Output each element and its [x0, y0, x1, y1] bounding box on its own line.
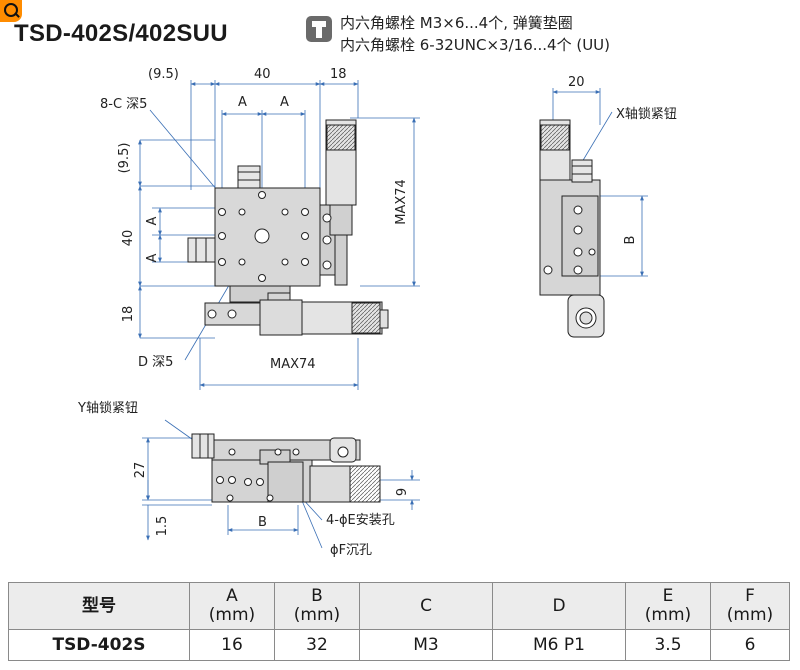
dim-18-top: 18	[330, 67, 347, 82]
dim-1-5-front: 1.5	[155, 516, 170, 537]
cell-f: 6	[710, 629, 790, 661]
header-b: B(mm)	[274, 582, 360, 630]
dim-18-left: 18	[121, 306, 136, 323]
dim-27-front: 27	[133, 462, 148, 479]
cell-c: M3	[359, 629, 493, 661]
header-c: C	[359, 582, 493, 630]
label-8c: 8-C 深5	[100, 97, 147, 112]
table-header-row: 型号 A(mm) B(mm) C D E(mm) F(mm)	[8, 582, 790, 630]
dim-max74-bottom: MAX74	[270, 357, 316, 372]
cell-b: 32	[274, 629, 360, 661]
top-view	[138, 80, 420, 390]
dim-a-top-1: A	[238, 95, 247, 110]
page-title: TSD-402S/402SUU	[14, 20, 228, 47]
header-model: 型号	[8, 582, 190, 630]
bolt-note-line1: 内六角螺栓 M3×6...4个, 弹簧垫圈	[340, 14, 573, 32]
dim-9-front: 9	[395, 488, 410, 496]
table-row: TSD-402S 16 32 M3 M6 P1 3.5 6	[8, 629, 790, 661]
dim-40-left: 40	[121, 230, 136, 247]
header-f: F(mm)	[710, 582, 790, 630]
spec-table: 型号 A(mm) B(mm) C D E(mm) F(mm) TSD-402S …	[8, 582, 790, 661]
dim-max74-right: MAX74	[394, 179, 409, 225]
dim-20-side: 20	[568, 75, 585, 90]
label-x-lock: X轴锁紧钮	[616, 106, 677, 122]
label-y-lock: Y轴锁紧钮	[77, 400, 138, 416]
header-e: E(mm)	[625, 582, 711, 630]
technical-drawing: (9.5) 40 18 A A 8-C 深5 (9.5) A 40 A 18 M…	[77, 67, 677, 558]
dim-a-left-2: A	[145, 253, 160, 262]
cell-a: 16	[189, 629, 275, 661]
label-d: D 深5	[138, 355, 173, 370]
label-4e: 4-ϕE安装孔	[326, 513, 395, 528]
screw-icon	[306, 16, 332, 42]
label-f: ϕF沉孔	[330, 543, 372, 558]
dim-b-front: B	[258, 515, 267, 530]
dim-a-left-1: A	[145, 216, 160, 225]
bolt-note-line2: 内六角螺栓 6-32UNC×3/16...4个 (UU)	[340, 36, 611, 54]
cell-d: M6 P1	[492, 629, 626, 661]
dim-a-top-2: A	[280, 95, 289, 110]
dim-9-5-top: (9.5)	[148, 67, 179, 82]
header-a: A(mm)	[189, 582, 275, 630]
magnifier-icon[interactable]	[0, 0, 22, 22]
cell-model: TSD-402S	[8, 629, 190, 661]
side-view	[539, 88, 648, 338]
dim-9-5-left: (9.5)	[117, 143, 132, 174]
front-view	[142, 419, 420, 549]
dim-b-side: B	[623, 236, 638, 245]
dim-40-top: 40	[254, 67, 271, 82]
cell-e: 3.5	[625, 629, 711, 661]
header-d: D	[492, 582, 626, 630]
